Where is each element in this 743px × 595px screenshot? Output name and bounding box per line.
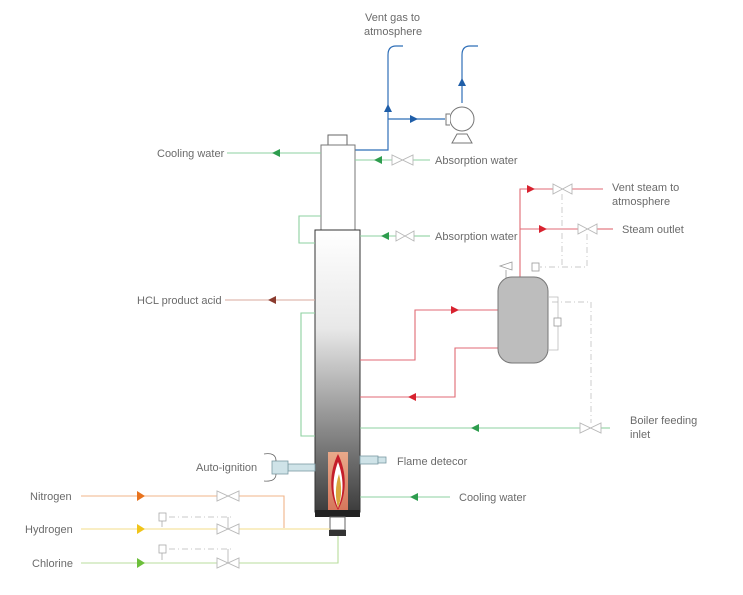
hcl-product-label: HCL product acid xyxy=(137,295,222,307)
level-transmitter-icon xyxy=(531,262,540,272)
absorption-water-2-label: Absorption water xyxy=(435,231,518,243)
cooling-water-top-label: Cooling water xyxy=(157,148,225,160)
auto-ignition-wire xyxy=(263,453,277,482)
arrow-right-icon xyxy=(527,185,535,193)
nitrogen-valve[interactable] xyxy=(216,490,240,502)
pump-icon xyxy=(445,106,475,144)
auto-ignition-device xyxy=(271,460,289,475)
auto-ignition-pipe xyxy=(287,463,316,472)
furnace-base-plate xyxy=(315,510,360,517)
chlorine-flow-meter-icon xyxy=(158,544,167,554)
arrow-left-icon xyxy=(471,424,479,432)
arrow-left-icon xyxy=(410,493,418,501)
arrow-right-icon xyxy=(137,524,145,534)
water-lines xyxy=(227,152,610,498)
hydrogen-flow-meter-icon xyxy=(158,512,167,522)
vent-gas-label: Vent gas to xyxy=(365,12,420,24)
steam-outlet-label: Steam outlet xyxy=(622,224,684,236)
hydrogen-label: Hydrogen xyxy=(25,524,73,536)
cooling-water-bottom-label: Cooling water xyxy=(459,492,527,504)
arrow-right-icon xyxy=(451,306,459,314)
flame-detector-label: Flame detecor xyxy=(397,456,468,468)
steam-lines xyxy=(360,188,613,398)
valve-icon[interactable] xyxy=(395,230,415,242)
column-cap xyxy=(327,134,348,146)
arrow-left-icon xyxy=(268,296,276,304)
vent-steam-label: Vent steam to xyxy=(612,182,679,194)
arrow-right-icon xyxy=(539,225,547,233)
burner-base xyxy=(329,530,346,536)
chlorine-label: Chlorine xyxy=(32,558,73,570)
valve-icon[interactable] xyxy=(577,223,598,235)
absorber-upper-section xyxy=(320,144,356,231)
arrow-left-icon xyxy=(272,149,280,157)
arrow-right-icon xyxy=(410,115,418,123)
arrow-left-icon xyxy=(374,156,382,164)
arrow-up-icon xyxy=(384,104,392,112)
boiler-feed-label-2: inlet xyxy=(630,429,650,441)
flame-detector-tip xyxy=(377,456,387,464)
nitrogen-label: Nitrogen xyxy=(30,491,72,503)
steam-drum xyxy=(497,276,549,364)
flame-detector-body xyxy=(359,455,379,465)
valve-icon[interactable] xyxy=(552,183,573,195)
feed-lines xyxy=(81,495,339,564)
arrow-up-icon xyxy=(458,78,466,86)
vent-gas-label-2: atmosphere xyxy=(364,26,422,38)
auto-ignition-label: Auto-ignition xyxy=(196,462,257,474)
valve-icon[interactable] xyxy=(579,422,602,434)
arrow-left-icon xyxy=(381,232,389,240)
arrow-left-icon xyxy=(408,393,416,401)
flame-core-icon xyxy=(335,474,342,508)
boiler-feed-label: Boiler feeding xyxy=(630,415,697,427)
arrow-right-icon xyxy=(137,558,145,568)
arrow-right-icon xyxy=(137,491,145,501)
control-signal-lines xyxy=(169,194,592,550)
valve-icon[interactable] xyxy=(391,154,414,166)
level-gauge-icon xyxy=(553,317,562,327)
burner-nozzle xyxy=(329,516,346,531)
vent-steam-label-2: atmosphere xyxy=(612,196,670,208)
absorption-water-1-label: Absorption water xyxy=(435,155,518,167)
